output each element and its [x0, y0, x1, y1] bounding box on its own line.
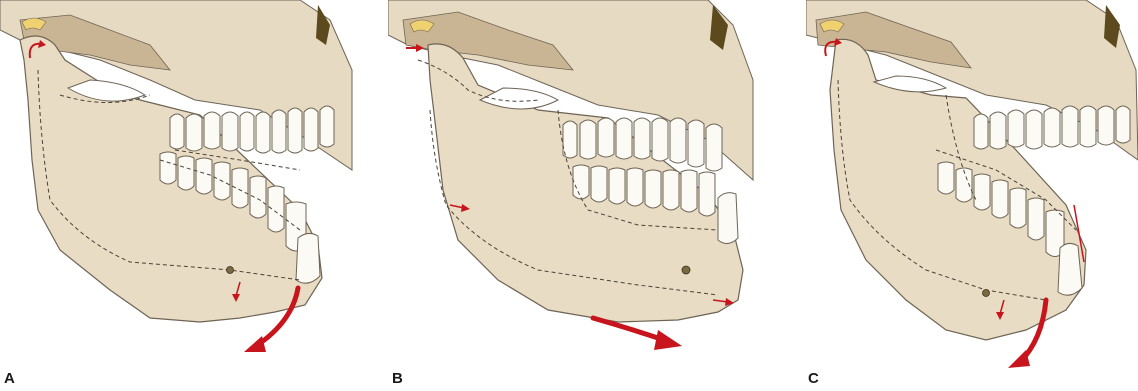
panel-c: C [806, 0, 1138, 391]
panel-label-c: C [808, 370, 819, 387]
upper-teeth [974, 106, 1130, 149]
mental-foramen [682, 266, 690, 274]
panel-label-a: A [4, 370, 15, 387]
jaw-illustration-b [388, 0, 763, 391]
mental-foramen [227, 267, 234, 274]
mental-foramen [983, 290, 990, 297]
jaw-illustration-c [806, 0, 1138, 391]
panel-label-b: B [392, 370, 403, 387]
panel-a: A [0, 0, 375, 391]
jaw-illustration-a [0, 0, 375, 391]
panel-b: B [388, 0, 763, 391]
